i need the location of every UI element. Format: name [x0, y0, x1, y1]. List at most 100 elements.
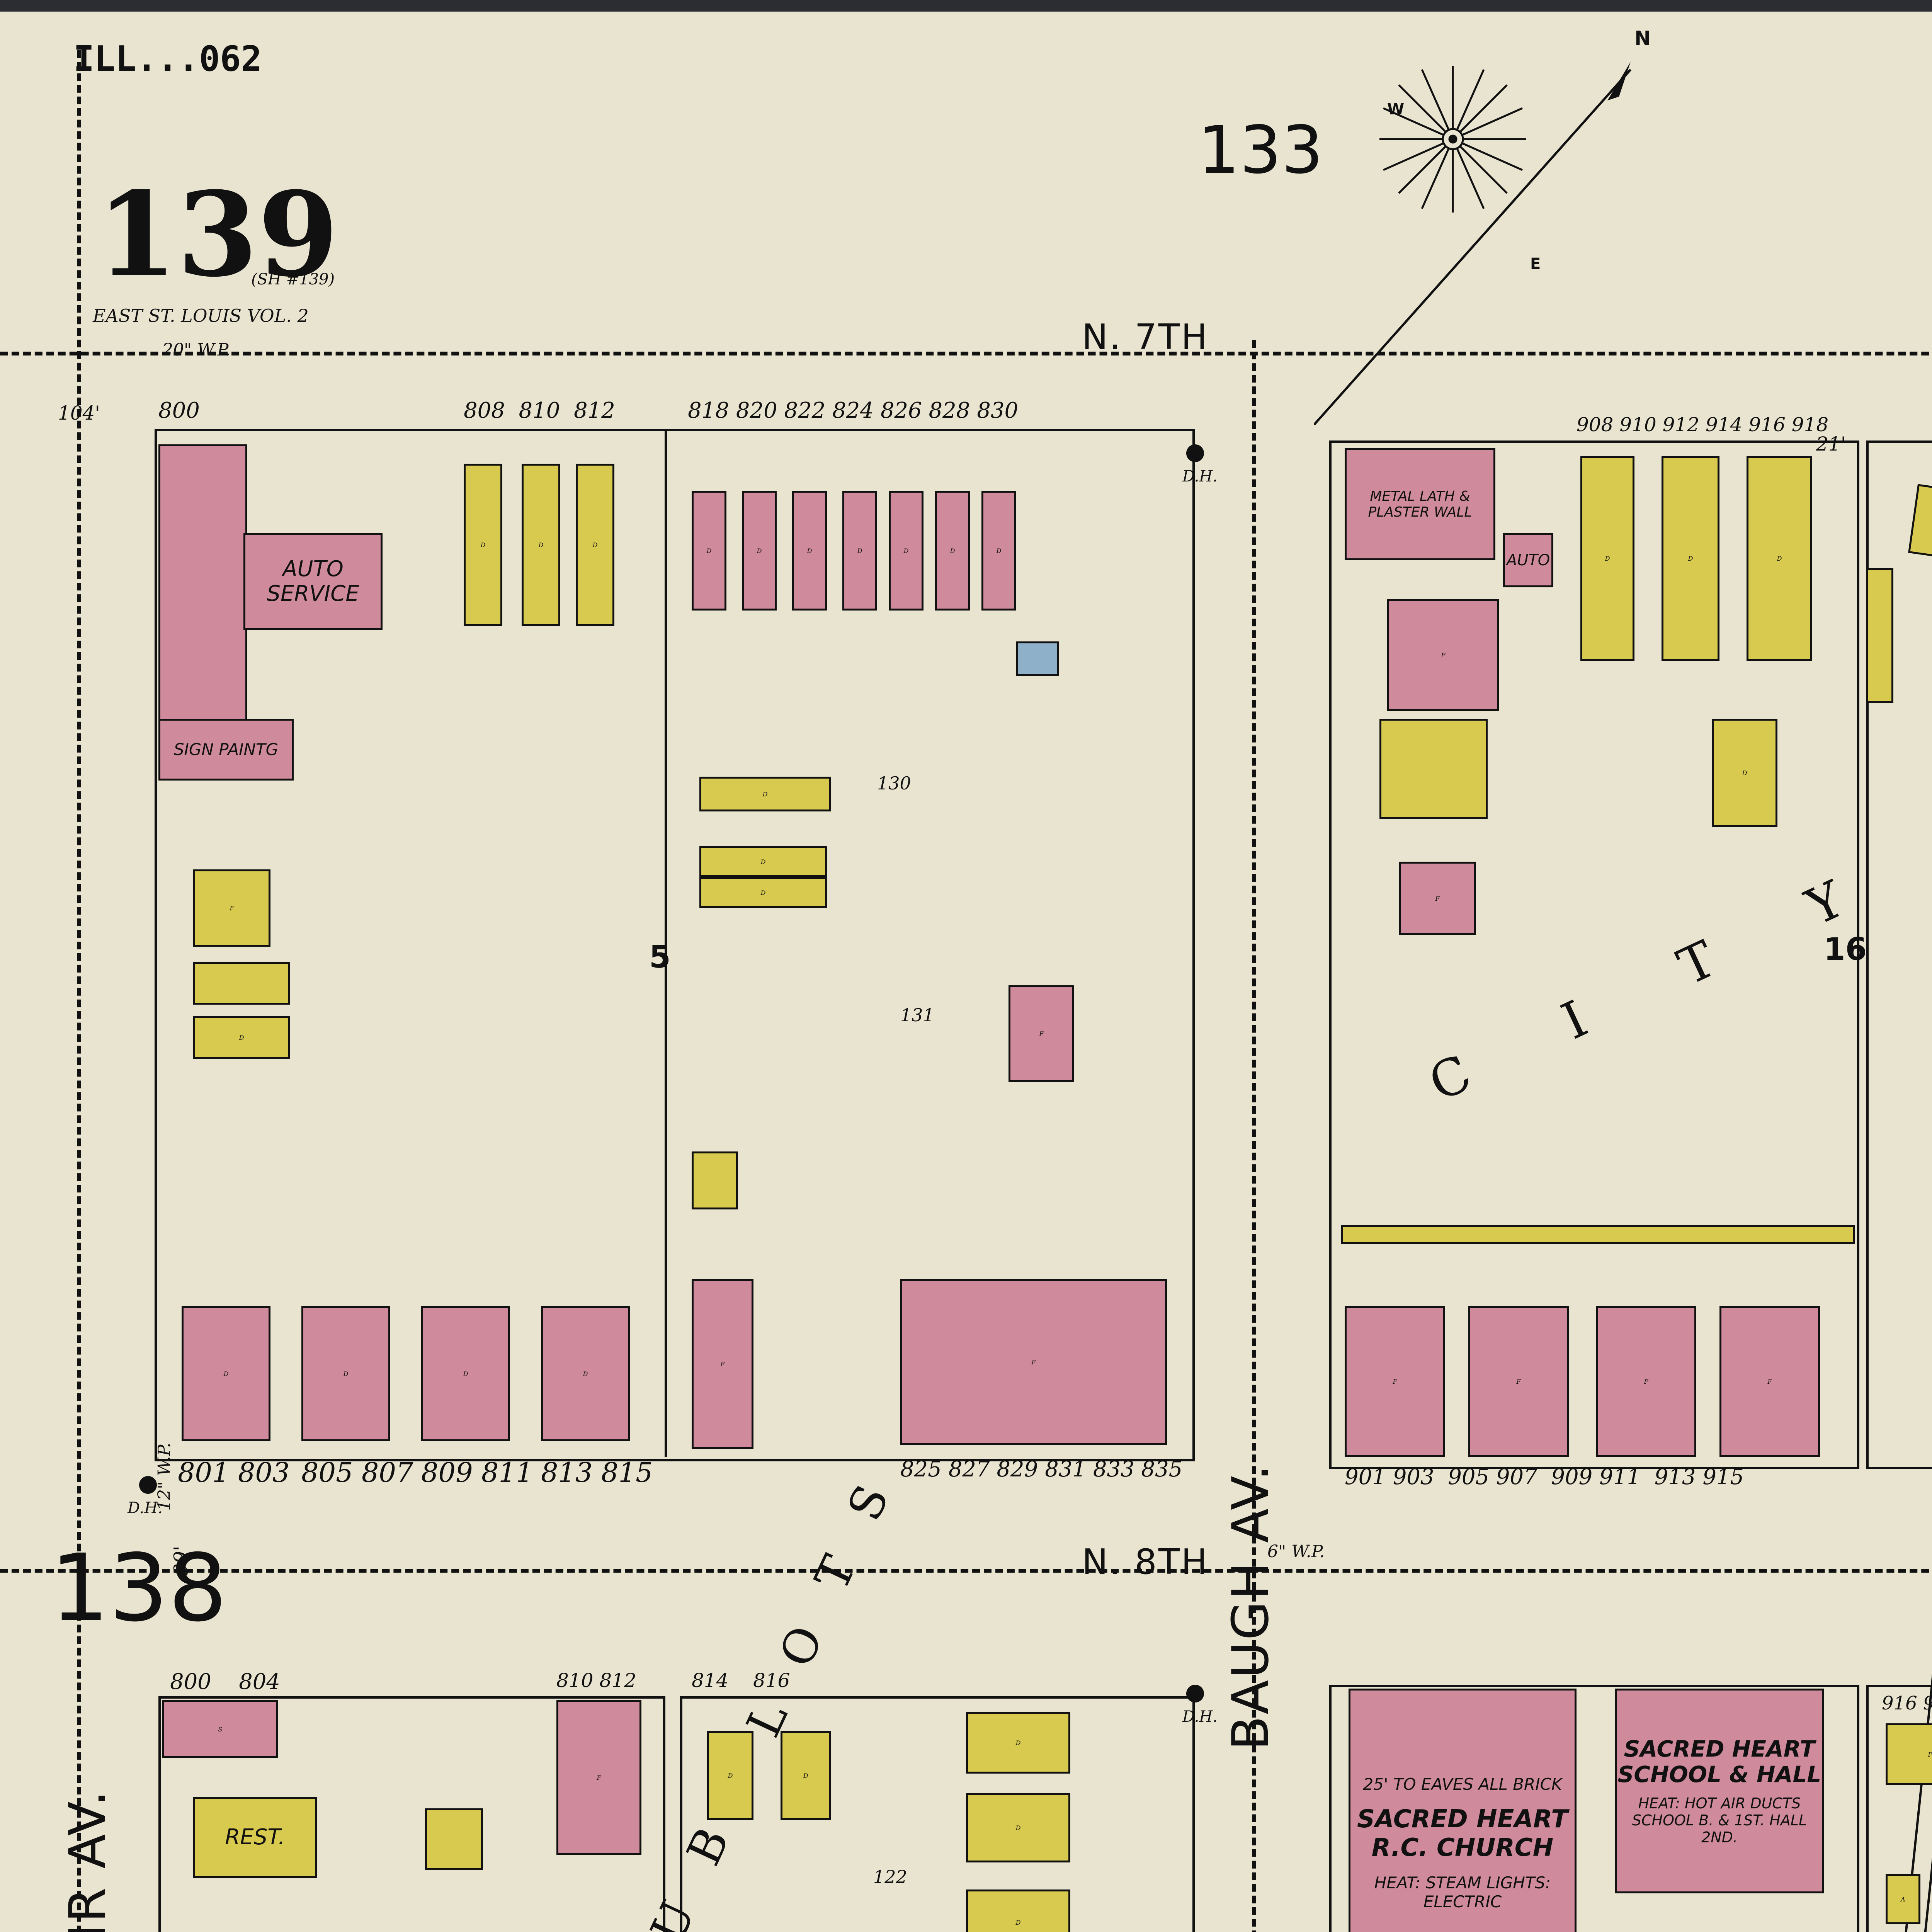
address-row: 813 815 — [541, 1457, 653, 1488]
adjacent-sheet-left[interactable]: 138 — [50, 1534, 228, 1642]
address-row: 901 903 905 907 909 911 913 915 — [1345, 1464, 1744, 1490]
dwelling-810[interactable]: D — [522, 464, 560, 626]
block-number-5: 5 — [649, 939, 671, 975]
sheet-number: 139 — [97, 166, 339, 303]
drinking-hydrant-icon — [1186, 1685, 1204, 1702]
drinking-hydrant-icon — [1186, 444, 1204, 462]
street-label-n7th: N. 7TH — [1082, 317, 1209, 357]
dwelling-818[interactable]: D — [692, 491, 726, 611]
block-5[interactable] — [155, 429, 1195, 1461]
block-16-east[interactable] — [1866, 440, 1932, 1469]
drinking-hydrant-label: D.H. — [1182, 468, 1218, 485]
street-width-label: 99' — [170, 1546, 192, 1576]
flat-building[interactable]: F — [193, 869, 270, 947]
street-label-n8th: N. 8TH — [1082, 1542, 1209, 1582]
dwelling-824[interactable]: D — [842, 491, 877, 611]
dwelling[interactable]: D — [699, 777, 831, 811]
block-number-16: 16 — [1824, 931, 1867, 967]
flats-909-911[interactable]: F — [1596, 1306, 1696, 1457]
dwelling-916-918[interactable]: D — [1747, 456, 1812, 661]
address-row: 809 811 — [421, 1457, 533, 1488]
dwelling-711[interactable] — [1379, 719, 1488, 819]
sheet-stamp-id: ILL...062 — [73, 39, 262, 79]
shed[interactable] — [1866, 568, 1893, 703]
flat-817[interactable]: F — [692, 1279, 753, 1449]
cb-garage-r830[interactable] — [1016, 641, 1059, 676]
drinking-hydrant-label: D.H. — [128, 1499, 163, 1517]
address-row: 810 812 — [556, 1669, 636, 1692]
flats-813-815[interactable]: D — [541, 1306, 630, 1441]
flats-805-807[interactable]: D — [301, 1306, 390, 1441]
compass-west-label: W — [1387, 100, 1405, 118]
volume-label: EAST ST. LOUIS VOL. 2 — [93, 305, 309, 326]
dwelling-912-914[interactable]: D — [1662, 456, 1719, 661]
water-pipe-st-clair — [77, 50, 81, 1932]
compass-rose-icon — [1376, 62, 1530, 216]
compass-east-label: E — [1530, 255, 1541, 273]
flat-building-718[interactable]: F — [1009, 985, 1074, 1082]
dwelling[interactable]: D — [699, 877, 827, 908]
address-row: 814 816 — [692, 1669, 790, 1692]
lot-130: 130 — [877, 773, 911, 794]
compass-north-label: N — [1634, 27, 1651, 49]
flats-825-835[interactable]: F — [900, 1279, 1167, 1445]
garage-row[interactable] — [1341, 1225, 1855, 1244]
dwelling-828[interactable]: D — [935, 491, 970, 611]
auto-garage[interactable]: A — [1886, 1874, 1920, 1924]
block-15-east[interactable] — [1866, 1685, 1932, 1932]
street-width-label: 21' — [1816, 433, 1846, 455]
flats-913-915[interactable]: F — [1719, 1306, 1820, 1457]
flats-916-918[interactable]: F — [1886, 1723, 1932, 1785]
flats-810-812[interactable]: F — [556, 1700, 641, 1855]
dwelling-808[interactable]: D — [464, 464, 502, 626]
flats-905-907[interactable]: F — [1468, 1306, 1569, 1457]
street-label-st-clair: ST. CLAIR AV. — [58, 1789, 117, 1932]
flats-809-811[interactable]: D — [421, 1306, 510, 1441]
dwelling-802[interactable]: D — [966, 1793, 1070, 1862]
store-800-804[interactable]: S — [162, 1700, 278, 1758]
water-pipe-baugh — [1252, 340, 1256, 1932]
address-row: 908 910 912 914 916 918 — [1577, 413, 1829, 436]
dwelling-814[interactable]: D — [707, 1731, 753, 1820]
drinking-hydrant-label: D.H. — [1182, 1708, 1218, 1726]
dwelling-800[interactable]: D — [966, 1712, 1070, 1774]
dwelling-908-910[interactable]: D — [1580, 456, 1634, 661]
block-15-west[interactable] — [1329, 1685, 1859, 1932]
dwelling[interactable] — [193, 962, 290, 1005]
dwellings-r918[interactable]: D — [1712, 719, 1777, 827]
dwelling[interactable]: D — [193, 1016, 290, 1059]
auto-garage-rear-821[interactable] — [692, 1151, 738, 1209]
dwelling-830[interactable]: D — [981, 491, 1016, 611]
dwelling-822[interactable]: D — [792, 491, 827, 611]
block-16[interactable] — [1329, 440, 1859, 1469]
dwelling-804[interactable]: D — [966, 1889, 1070, 1932]
auto-garage[interactable]: AUTO — [1503, 533, 1553, 587]
dwelling-820[interactable]: D — [742, 491, 777, 611]
flats-901-903[interactable]: F — [1345, 1306, 1445, 1457]
building-auto-service-wing[interactable]: AUTO SERVICE — [243, 533, 383, 630]
water-main-label: 20" W.P. — [162, 340, 231, 360]
dwelling[interactable]: D — [699, 846, 827, 877]
block-6-east[interactable] — [680, 1696, 1195, 1932]
water-pipe-n7th — [0, 352, 1932, 355]
address-row: 805 807 — [301, 1457, 413, 1488]
adjacent-sheet-top[interactable]: 133 — [1198, 112, 1323, 189]
flat-701-703[interactable]: METAL LATH & PLASTER WALL — [1345, 448, 1495, 560]
dwelling-816[interactable]: D — [781, 1731, 831, 1820]
rest-building[interactable] — [425, 1808, 483, 1870]
sacred-heart-school-hall[interactable]: SACRED HEART SCHOOL & HALL HEAT: HOT AIR… — [1615, 1689, 1824, 1893]
restaurant-805[interactable]: REST. — [193, 1797, 317, 1878]
flats-801-803[interactable]: D — [182, 1306, 270, 1441]
sacred-heart-church[interactable]: 25' TO EAVES ALL BRICK SACRED HEART R.C.… — [1349, 1689, 1577, 1932]
block-6-west[interactable] — [158, 1696, 665, 1932]
dwelling-812[interactable]: D — [576, 464, 614, 626]
address-row: 818 820 822 824 826 828 830 — [688, 398, 1019, 423]
flat-705-707[interactable]: F — [1387, 599, 1499, 711]
building-sign-painting[interactable]: SIGN PAINTG — [158, 719, 294, 781]
address-800: 800 — [158, 398, 200, 423]
dwelling-826[interactable]: D — [889, 491, 923, 611]
address-row: 916 918 920 922 924 — [1882, 1692, 1932, 1714]
water-pipe-n8th — [0, 1569, 1932, 1573]
flat-715[interactable]: F — [1399, 862, 1476, 935]
building-auto-service[interactable] — [158, 444, 247, 746]
